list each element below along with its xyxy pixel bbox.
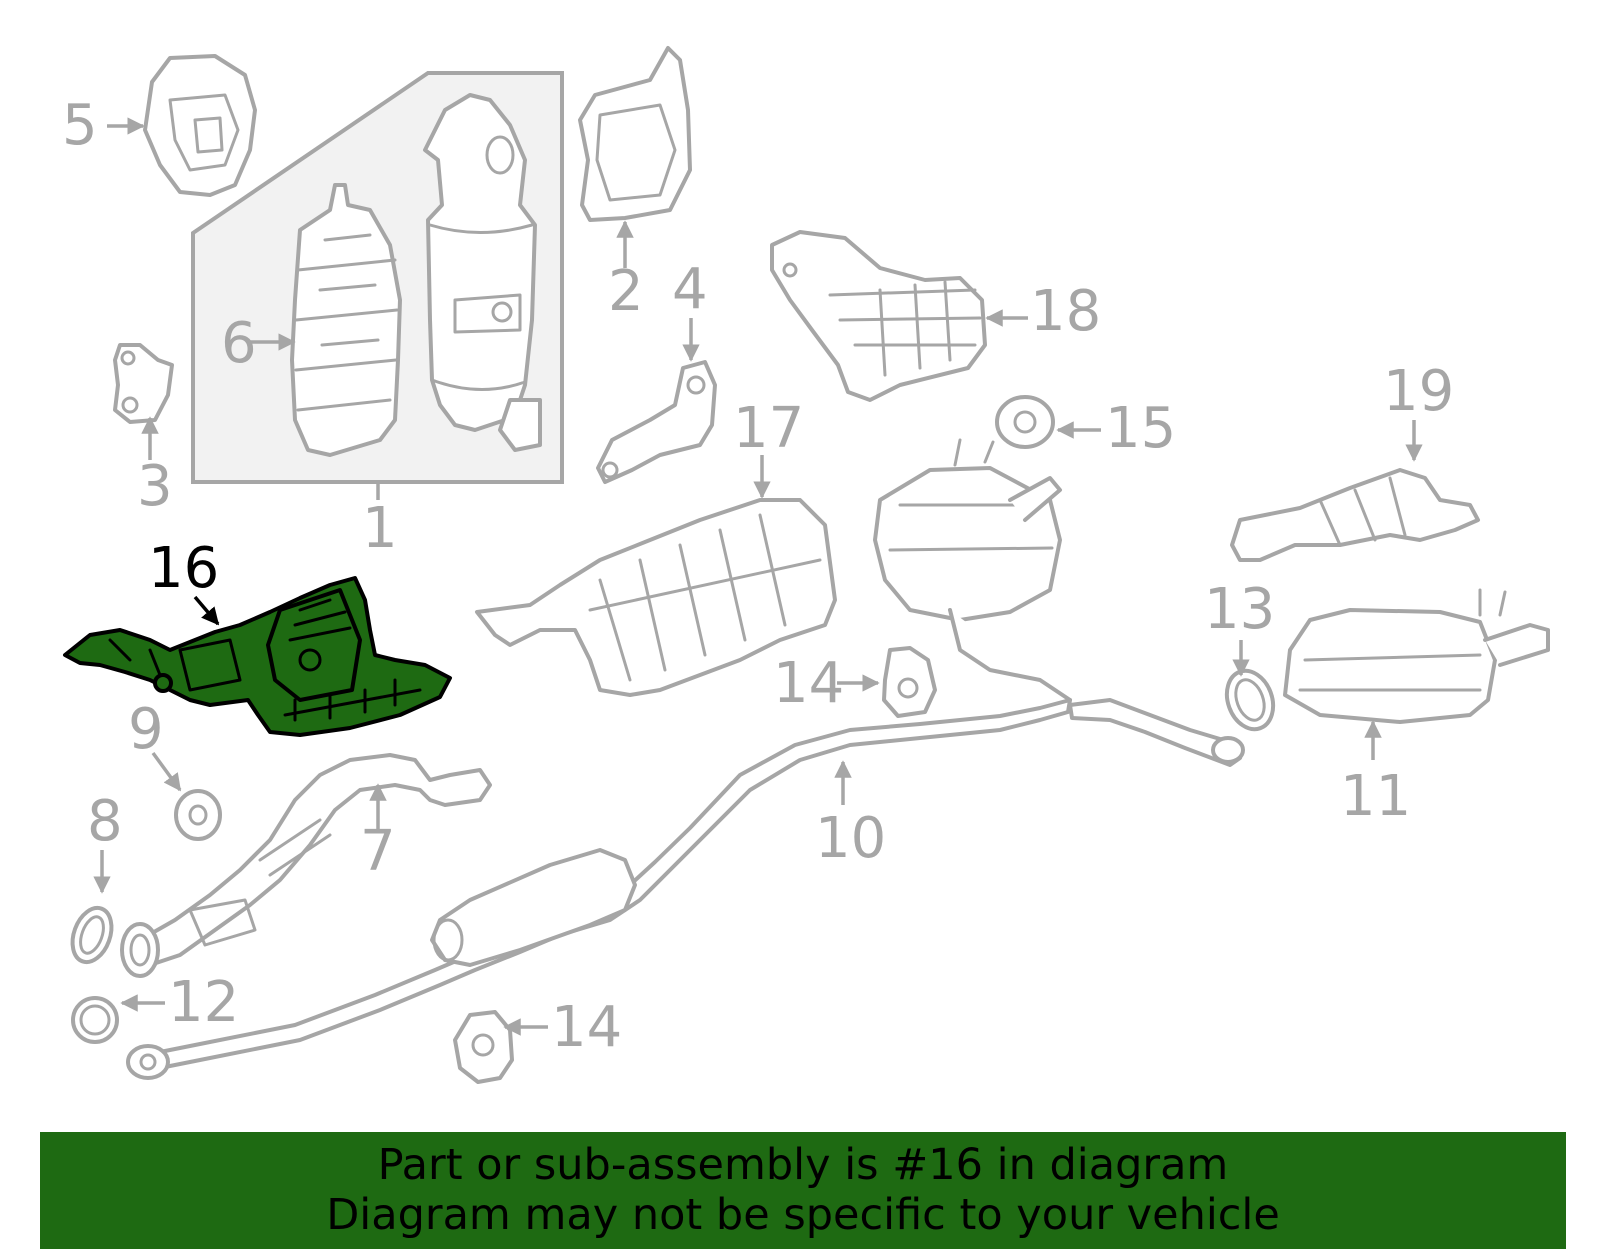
part-8-gasket[interactable] — [66, 903, 119, 968]
part-12-gasket[interactable] — [71, 996, 119, 1044]
part-1-catalytic-converter[interactable] — [423, 93, 542, 452]
part-6-heat-shield[interactable] — [290, 183, 402, 457]
callout-2: 2 — [608, 259, 644, 324]
part-7-front-pipe[interactable] — [120, 753, 492, 978]
callout-16-highlighted: 16 — [148, 536, 219, 601]
part-15-hanger[interactable] — [995, 395, 1055, 449]
part-4-bracket[interactable] — [596, 360, 717, 484]
banner-part-note: Part or sub-assembly is #16 in diagram — [377, 1140, 1229, 1190]
callout-10: 10 — [815, 806, 886, 871]
callout-3: 3 — [137, 454, 173, 519]
part-19-heat-shield[interactable] — [1230, 468, 1480, 562]
callout-labels: 5 2 3 4 6 1 18 15 17 19 13 14 11 10 7 9 … — [62, 93, 1454, 1060]
callout-4: 4 — [672, 257, 708, 322]
callout-18: 18 — [1030, 279, 1101, 344]
part-11-rear-muffler[interactable] — [1283, 588, 1550, 724]
leader-lines — [93, 117, 1423, 1036]
part-10-exhaust-pipe[interactable] — [126, 608, 1245, 1080]
callout-19: 19 — [1383, 359, 1454, 424]
part-9-hanger[interactable] — [174, 789, 222, 841]
callout-14-lower: 14 — [551, 995, 622, 1060]
callout-17: 17 — [733, 396, 804, 461]
part-14-hanger-lower[interactable] — [453, 1010, 514, 1084]
part-14-hanger-upper[interactable] — [882, 646, 937, 718]
part-2-gasket[interactable] — [578, 46, 692, 222]
part-3-bracket[interactable] — [113, 343, 174, 424]
info-banner: Part or sub-assembly is #16 in diagram D… — [40, 1132, 1566, 1249]
callout-15: 15 — [1105, 396, 1176, 461]
callout-11: 11 — [1340, 764, 1411, 829]
part-13-gasket[interactable] — [1219, 664, 1281, 735]
part-18-heat-shield[interactable] — [770, 230, 987, 402]
callout-14-upper: 14 — [773, 651, 844, 716]
callout-6: 6 — [221, 311, 257, 376]
center-muffler-resonator[interactable] — [873, 438, 1062, 622]
part-16-heat-shield-highlighted[interactable] — [63, 576, 452, 737]
callout-9: 9 — [128, 697, 164, 762]
callout-1: 1 — [362, 496, 398, 561]
callout-13: 13 — [1204, 577, 1275, 642]
callout-12: 12 — [168, 970, 239, 1035]
banner-disclaimer: Diagram may not be specific to your vehi… — [326, 1190, 1280, 1240]
callout-7: 7 — [360, 819, 396, 884]
callout-5: 5 — [62, 93, 98, 158]
part-17-heat-shield[interactable] — [475, 498, 837, 697]
callout-8: 8 — [87, 789, 123, 854]
part-5-bracket[interactable] — [143, 54, 257, 197]
